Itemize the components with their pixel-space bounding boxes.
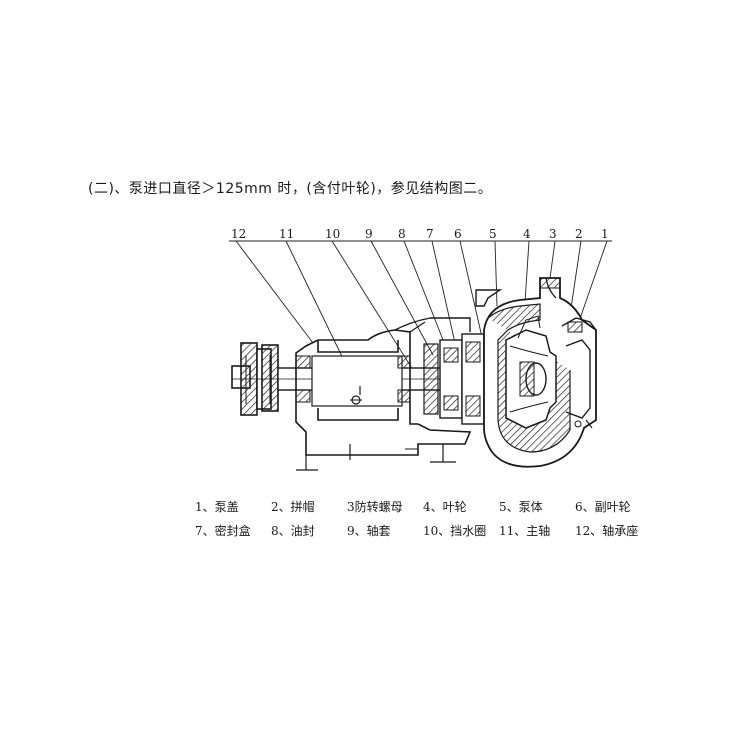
legend-item-label: 挡水圈 bbox=[450, 523, 487, 538]
legend-item-label: 轴承座 bbox=[602, 523, 639, 538]
legend-item: 8、油封 bbox=[271, 522, 347, 539]
legend-item-number: 7、 bbox=[195, 523, 215, 538]
legend-row: 7、密封盒 8、油封 9、轴套 10、挡水圈 11、主轴 12、轴承座 bbox=[195, 518, 655, 542]
legend-item-label: 叶轮 bbox=[442, 499, 467, 514]
callout-6: 6 bbox=[454, 227, 462, 241]
seal-box bbox=[423, 333, 485, 425]
legend-item-number: 8、 bbox=[271, 523, 291, 538]
callout-5: 5 bbox=[489, 227, 497, 241]
legend-item-number: 3 bbox=[347, 499, 355, 514]
callout-8: 8 bbox=[398, 227, 406, 241]
legend-item: 3防转螺母 bbox=[347, 498, 423, 515]
legend-item: 1、泵盖 bbox=[195, 498, 271, 515]
legend-item-number: 9、 bbox=[347, 523, 367, 538]
legend-item-label: 泵体 bbox=[518, 499, 543, 514]
legend-item-label: 拼帽 bbox=[290, 499, 315, 514]
legend-item-label: 副叶轮 bbox=[594, 499, 631, 514]
bearing-housing bbox=[295, 317, 472, 456]
legend-item-label: 主轴 bbox=[526, 523, 551, 538]
legend-item: 6、副叶轮 bbox=[575, 498, 651, 515]
legend-item-number: 12、 bbox=[575, 523, 603, 538]
legend-item: 7、密封盒 bbox=[195, 522, 271, 539]
legend-item: 2、拼帽 bbox=[271, 498, 347, 515]
pump-cover bbox=[561, 317, 597, 429]
callout-12: 12 bbox=[231, 227, 246, 241]
legend-item: 10、挡水圈 bbox=[423, 522, 499, 539]
legend-item-number: 6、 bbox=[575, 499, 595, 514]
callout-2: 2 bbox=[575, 227, 583, 241]
legend-item-number: 2、 bbox=[271, 499, 291, 514]
legend-item-label: 油封 bbox=[290, 523, 315, 538]
legend-item-number: 11、 bbox=[499, 523, 527, 538]
legend-item-number: 10、 bbox=[423, 523, 451, 538]
callout-numbers: 12 11 10 9 8 7 6 5 4 3 2 1 bbox=[231, 227, 609, 241]
callout-7: 7 bbox=[426, 227, 434, 241]
base-foot bbox=[296, 444, 456, 471]
legend-item-number: 5、 bbox=[499, 499, 519, 514]
legend-item: 9、轴套 bbox=[347, 522, 423, 539]
callout-11: 11 bbox=[279, 227, 294, 241]
pump-cross-section bbox=[231, 277, 597, 471]
callout-9: 9 bbox=[365, 227, 373, 241]
callout-4: 4 bbox=[523, 227, 531, 241]
legend-item: 11、主轴 bbox=[499, 522, 575, 539]
legend-item: 4、叶轮 bbox=[423, 498, 499, 515]
legend-item-label: 泵盖 bbox=[214, 499, 239, 514]
legend-item: 12、轴承座 bbox=[575, 522, 651, 539]
legend-item-label: 密封盒 bbox=[214, 523, 251, 538]
callout-3: 3 bbox=[549, 227, 557, 241]
impeller bbox=[505, 315, 557, 429]
legend-item-number: 4、 bbox=[423, 499, 443, 514]
legend-item: 5、泵体 bbox=[499, 498, 575, 515]
legend-item-label: 轴套 bbox=[366, 523, 391, 538]
legend-row: 1、泵盖 2、拼帽 3防转螺母 4、叶轮 5、泵体 6、副叶轮 bbox=[195, 494, 655, 518]
diagram-heading: (二)、泵进口直径＞125mm 时，(含付叶轮)，参见结构图二。 bbox=[88, 181, 493, 197]
callout-10: 10 bbox=[325, 227, 340, 241]
legend-item-number: 1、 bbox=[195, 499, 215, 514]
legend-item-label: 防转螺母 bbox=[354, 499, 403, 514]
bearings bbox=[295, 355, 411, 403]
parts-legend: 1、泵盖 2、拼帽 3防转螺母 4、叶轮 5、泵体 6、副叶轮 7、密封盒 8、… bbox=[195, 494, 655, 542]
callout-1: 1 bbox=[601, 227, 609, 241]
